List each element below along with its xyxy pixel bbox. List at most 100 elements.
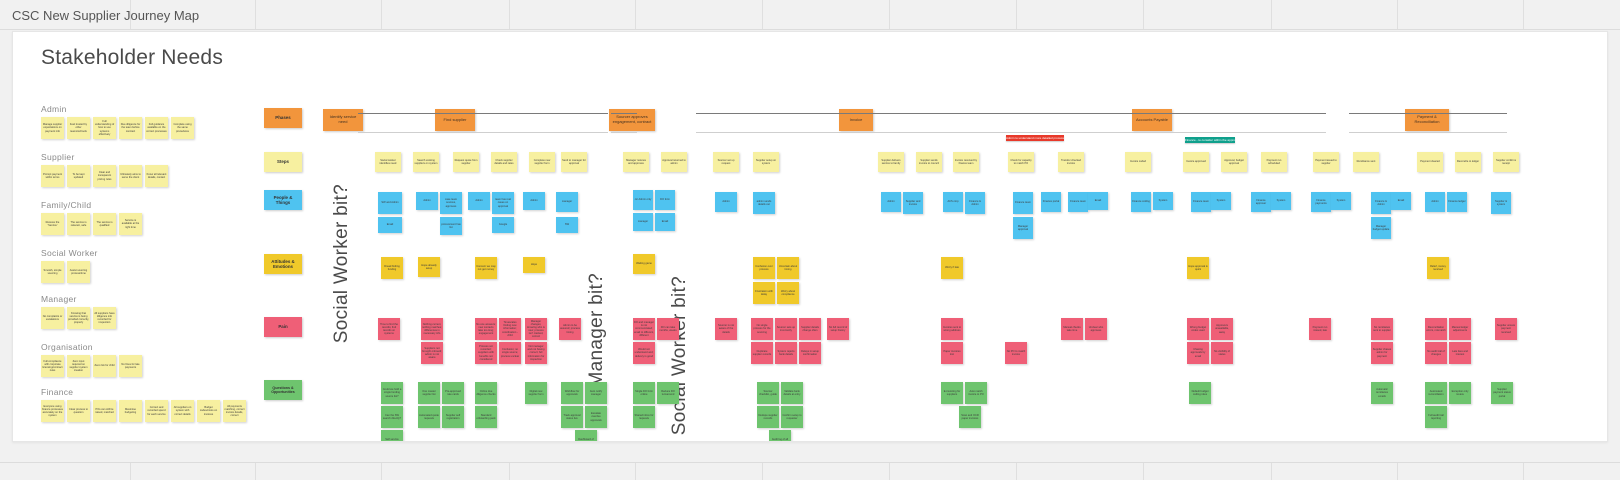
steps-note[interactable]: Reconcile to ledger xyxy=(1455,152,1481,172)
pain-note[interactable]: Nothing current, nothing matches; differ… xyxy=(421,318,443,340)
stakeholder-note[interactable]: Know all relevant details, contact xyxy=(145,165,168,187)
attitudes-emotions-note[interactable]: Hope xyxy=(523,257,545,273)
people-things-note[interactable]: Manager budget update xyxy=(1371,217,1391,239)
steps-note[interactable]: Check for capacity to match PO xyxy=(1008,152,1034,172)
pain-note[interactable]: DO can take months, weeks xyxy=(657,318,679,340)
people-things-note[interactable]: Admin xyxy=(468,192,490,210)
questions-opportunities-note[interactable]: Audit log of all setup changes xyxy=(769,430,791,441)
pain-note[interactable]: Sourcer is not aware of the details xyxy=(715,318,737,340)
attitudes-emotions-note[interactable]: Frustration with delay xyxy=(753,282,775,304)
attitudes-emotions-note[interactable]: Hope already setup xyxy=(418,257,440,277)
people-things-note[interactable]: Finance team xyxy=(1013,192,1033,214)
stakeholder-note[interactable]: Correct and recorded spend for each serv… xyxy=(145,400,168,422)
people-things-note[interactable]: Email xyxy=(378,217,402,233)
stakeholder-note[interactable]: Zero risk for child xyxy=(93,355,116,377)
steps-note[interactable]: Transfer checked invoice xyxy=(1058,152,1084,172)
steps-note[interactable]: Supplier setup on system xyxy=(753,152,779,172)
stakeholder-note[interactable]: Maximise budgeting xyxy=(119,400,142,422)
pain-note[interactable]: No single process for the sourcing xyxy=(751,318,773,340)
row-header-people-things[interactable]: People & Things xyxy=(264,190,302,210)
steps-note[interactable]: Invoice approved xyxy=(1183,152,1209,172)
pain-note[interactable]: Manager changes; knowing who is new; pro… xyxy=(525,318,547,340)
pain-note[interactable]: Would not understand and; delivery is go… xyxy=(633,342,655,364)
people-things-note[interactable]: Google xyxy=(492,217,514,233)
stakeholder-note[interactable]: Clear and transparent pricing rules xyxy=(93,165,116,187)
attitudes-emotions-note[interactable]: Uncertain about timing xyxy=(777,257,799,279)
stakeholder-note[interactable]: Budget codes/costs on invoices xyxy=(197,400,220,422)
pain-note[interactable]: Approvers unavailable, away xyxy=(1211,318,1233,340)
questions-opportunities-note[interactable]: Auto match invoice to PO xyxy=(965,382,987,404)
stakeholder-note[interactable]: All payments matching, correct invoice d… xyxy=(223,400,246,422)
row-header-questions-opportunities[interactable]: Questions & Opportunities xyxy=(264,380,302,400)
people-things-note[interactable]: admin sends details out xyxy=(753,192,775,214)
questions-opportunities-note[interactable]: Default budget coding rules xyxy=(1189,382,1211,404)
pain-note[interactable]: No remittance sent to supplier xyxy=(1371,318,1393,340)
stakeholder-note[interactable]: Full compliance with corporate licensing… xyxy=(41,355,64,377)
people-things-note[interactable]: Finance & Admin xyxy=(1371,192,1391,214)
stakeholder-note[interactable]: To be kept updated xyxy=(67,165,90,187)
stakeholder-note[interactable]: Knowing that service is being provided c… xyxy=(67,307,90,329)
phase-chip[interactable]: Sourcer approves engagement, contract xyxy=(609,109,655,131)
pain-note[interactable]: Process not recorded; suppliers with ben… xyxy=(475,342,497,364)
steps-note[interactable]: Manager reviews and approves xyxy=(623,152,649,172)
phase-chip[interactable]: Find supplier xyxy=(435,109,475,131)
people-things-note[interactable]: Finance portal xyxy=(1041,192,1061,212)
pain-note[interactable]: Admin to be assured; process timing xyxy=(559,318,581,340)
stakeholder-note[interactable]: Prompt payment within terms xyxy=(41,165,64,187)
pain-note[interactable]: Confusion; no single source; process unc… xyxy=(499,342,521,364)
stakeholder-note[interactable]: No fines for late payments xyxy=(119,355,142,377)
stakeholder-note[interactable]: Full guidance available on the correct p… xyxy=(145,117,168,139)
people-things-note[interactable]: Manager approval xyxy=(1013,217,1033,239)
questions-opportunities-note[interactable]: Automatic remittance emails xyxy=(1371,382,1393,404)
stakeholder-note[interactable]: Smooth, simple sourcing xyxy=(41,261,64,283)
people-things-note[interactable]: Admin xyxy=(1425,192,1445,212)
steps-note[interactable]: Supplier confirms receipt xyxy=(1493,152,1519,172)
pain-note[interactable]: No one answers; new contacts take too lo… xyxy=(475,318,497,340)
steps-note[interactable]: Complete new supplier form xyxy=(529,152,555,172)
attitudes-emotions-note[interactable]: Worry if late xyxy=(941,257,963,279)
people-things-note[interactable]: Email xyxy=(1088,192,1108,210)
steps-note[interactable]: Remittance sent xyxy=(1353,152,1379,172)
stakeholder-note[interactable]: Feel trusted by other teams/schools xyxy=(67,117,90,139)
questions-opportunities-note[interactable]: Exception only review xyxy=(1449,382,1471,404)
people-things-note[interactable]: Finance approver xyxy=(1251,192,1271,212)
questions-opportunities-note[interactable]: Supplier self registration xyxy=(442,406,464,428)
people-things-note[interactable]: manager xyxy=(633,213,653,231)
questions-opportunities-note[interactable]: Online due diligence checks xyxy=(475,382,497,404)
pain-note[interactable]: Payment run missed, late xyxy=(1309,318,1331,340)
people-things-note[interactable]: SW xyxy=(556,217,578,233)
people-things-note[interactable]: Supplier and invoice xyxy=(903,192,923,214)
attitudes-emotions-note[interactable]: Relief, money received xyxy=(1427,257,1449,279)
highlight-bar-admin-process[interactable]: Admin to understand more detailed proces… xyxy=(1006,135,1064,141)
questions-opportunities-note[interactable]: Scan and OCR paper invoices xyxy=(959,406,981,428)
pain-note[interactable]: Suppliers not brought onboard; admin is … xyxy=(421,342,443,364)
pain-note[interactable]: Supplier unsure payment received xyxy=(1495,318,1517,340)
stakeholder-note[interactable]: Complete using the same procedures xyxy=(171,117,194,139)
attitudes-emotions-note[interactable]: Confusion over process xyxy=(753,257,775,279)
questions-opportunities-note[interactable]: One master supplier list xyxy=(418,382,440,404)
pain-note[interactable]: Manual checks take time xyxy=(1061,318,1083,340)
people-things-note[interactable]: Admin xyxy=(715,192,737,212)
pain-note[interactable]: Not manager and not having correct; full… xyxy=(525,342,547,364)
questions-opportunities-note[interactable]: E-invoicing for suppliers xyxy=(941,382,963,404)
row-header-steps[interactable]: Steps xyxy=(264,152,302,172)
stakeholder-note[interactable]: Zero input required on supplier system c… xyxy=(67,355,90,377)
steps-note[interactable]: Search existing suppliers on system xyxy=(413,152,439,172)
stakeholder-note[interactable]: Ultimately aims to serve the client xyxy=(119,165,142,187)
people-things-note[interactable]: System xyxy=(1271,192,1291,210)
questions-opportunities-note[interactable]: Dashboard of open requests xyxy=(575,430,597,441)
pain-note[interactable]: Invoices sent to wrong address xyxy=(941,318,963,340)
questions-opportunities-note[interactable]: Full audit trail reporting xyxy=(1425,406,1447,428)
questions-opportunities-note[interactable]: Self service search portal xyxy=(381,430,403,441)
stakeholder-note[interactable]: Clear process to question xyxy=(67,400,90,422)
pain-note[interactable]: Paper invoices lost xyxy=(941,342,963,364)
people-things-note[interactable]: cic Admin only xyxy=(633,190,653,210)
people-things-note[interactable]: Email xyxy=(1391,192,1411,210)
people-things-note[interactable]: Supplier & system xyxy=(1491,192,1511,214)
people-things-note[interactable]: Finance team xyxy=(1191,192,1211,212)
pain-note[interactable]: DO and manager is not communicated; emai… xyxy=(633,318,655,340)
people-things-note[interactable]: SW and Admin xyxy=(378,192,402,214)
questions-opportunities-note[interactable]: Pre-approved rate cards xyxy=(442,382,464,404)
people-things-note[interactable]: DO form xyxy=(655,190,675,210)
highlight-bar-finance-approvals[interactable]: Finance - to consider within the approva… xyxy=(1185,137,1235,143)
